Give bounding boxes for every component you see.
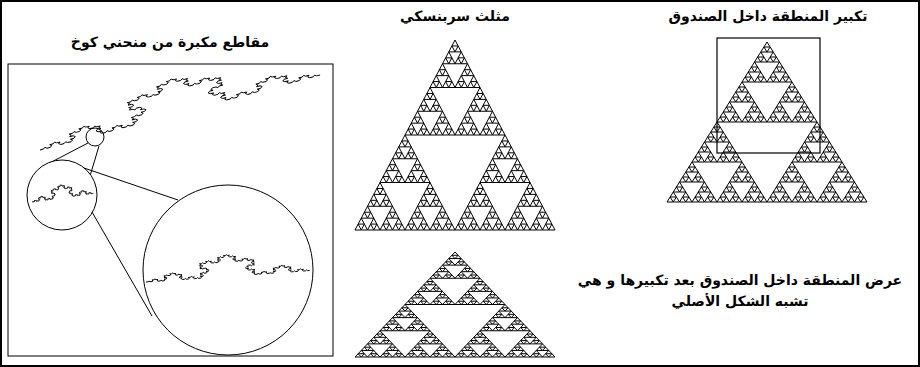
panel-title: مثلث سربنسكي [400,6,510,27]
note-text: عرض المنطقة داخل الصندوق بعد تكبيرها و ه… [575,270,905,312]
koch-curve [29,35,320,150]
zoom-circle [143,185,313,355]
sierpinski-triangle [667,42,867,202]
koch-curve [144,245,309,282]
koch-curve [30,178,94,202]
panel-title: مقاطع مكبرة من منحني كوخ [71,32,269,53]
zoom-circle [86,128,104,146]
zoom-circle [27,160,97,230]
zoom-box [717,38,820,153]
panel-title: تكبير المنطقة داخل الصندوق [669,6,868,27]
koch-panel [8,35,333,356]
sierpinski-triangle [355,252,555,357]
zoom-line [84,168,178,200]
sierpinski-triangle [355,40,555,230]
